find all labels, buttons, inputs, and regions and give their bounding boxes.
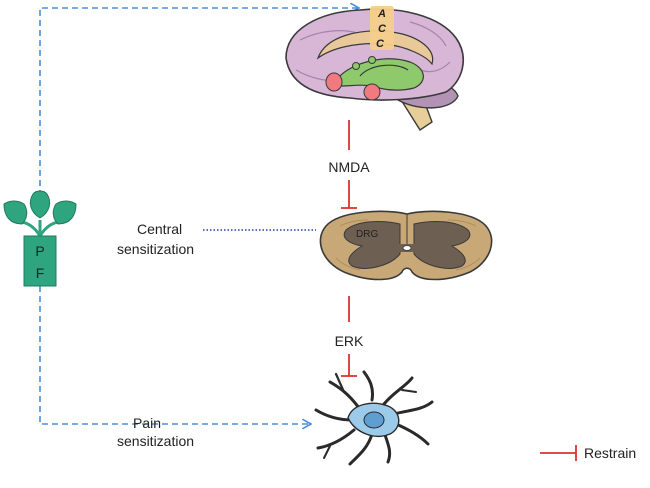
hippocampus-loop [359, 64, 409, 77]
brain-illustration: A C C [285, 6, 464, 131]
acc-letter-c1: C [378, 23, 387, 35]
pf-box [23, 235, 57, 287]
microglia-cell [314, 370, 434, 466]
brain-fold [409, 21, 447, 47]
pf-letter-p: P [35, 243, 44, 259]
feedback-connectors [39, 8, 358, 424]
acc-letter-a: A [377, 8, 386, 20]
pf-stem-right [38, 220, 61, 237]
pain-sensitization-label-line2: sensitization [117, 433, 194, 449]
microglia-process [382, 430, 392, 464]
microglia-process [348, 432, 374, 466]
dashed-line-to-brain [39, 8, 358, 196]
microglia-process [316, 428, 356, 450]
white-matter-striation [335, 257, 361, 271]
pain-sensitization-label-line1: Pain [133, 415, 161, 431]
drg-label: DRG [356, 229, 378, 240]
microglia-process [323, 445, 331, 459]
central-sensitization-label-line2: sensitization [117, 241, 194, 257]
thalamus-node [352, 62, 360, 70]
central-canal [402, 245, 412, 251]
microglia-process [362, 370, 374, 402]
microglia-nucleus [363, 411, 385, 429]
nmda-label: NMDA [328, 159, 370, 175]
amygdala-left [325, 72, 343, 92]
erk-label: ERK [335, 333, 364, 349]
microglia-process [394, 422, 430, 446]
white-matter-striation [447, 219, 477, 227]
pf-letter-f: F [36, 265, 45, 281]
pf-stem-left [19, 220, 42, 237]
corpus-callosum [316, 30, 434, 66]
gray-matter-right [413, 221, 471, 269]
microglia-process [382, 376, 414, 406]
dashed-line-to-microglia [39, 286, 310, 424]
pf-bulb-right [52, 200, 77, 225]
acc-letter-c2: C [376, 38, 385, 50]
microglia-process [392, 400, 434, 416]
thalamus-node [368, 56, 376, 64]
legend-restrain-label: Restrain [584, 445, 636, 461]
erk-inhibition: ERK [335, 296, 364, 377]
pf-compound: P F [3, 190, 77, 287]
microglia-process [314, 408, 354, 422]
white-matter-striation [455, 257, 481, 271]
gray-matter-left [343, 221, 401, 269]
legend: Restrain [540, 445, 636, 461]
microglia-process [334, 372, 346, 394]
white-matter-striation [339, 219, 369, 227]
spinal-cord-section: DRG [319, 210, 493, 281]
pf-bulb-left [3, 200, 28, 225]
nmda-inhibition: NMDA [328, 120, 370, 209]
amygdala-right [363, 83, 381, 101]
brain-fold [419, 61, 451, 73]
central-sensitization-label-line1: Central [137, 221, 182, 237]
pf-bulb-center [29, 190, 51, 219]
microglia-process [401, 389, 417, 393]
acc-label-box [370, 6, 394, 50]
